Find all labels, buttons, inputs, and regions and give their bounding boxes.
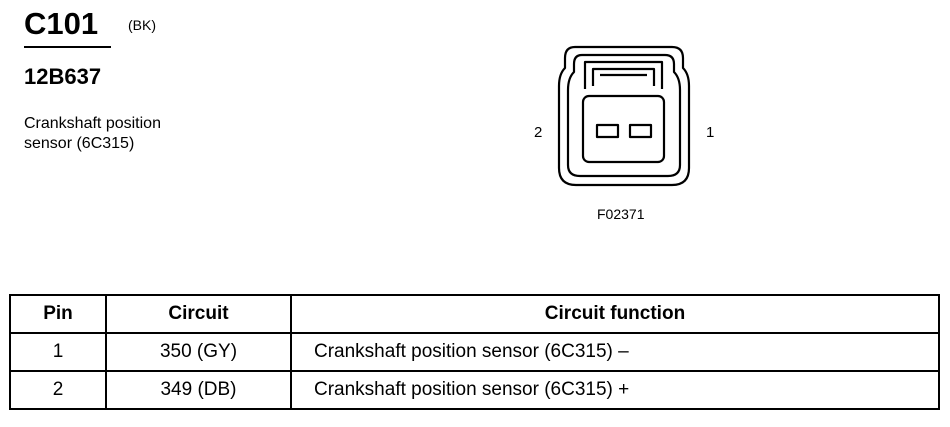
connector-inner-shell (566, 53, 682, 178)
description-line-1: Crankshaft position (24, 115, 161, 132)
connector-description: Crankshaft position sensor (6C315) (24, 114, 224, 154)
description-line-2: sensor (6C315) (24, 135, 135, 152)
pin-1-label: 1 (706, 124, 715, 141)
header-circuit-function: Circuit function (290, 294, 940, 334)
terminal-cavity (581, 94, 666, 164)
connector-id: C101 (24, 6, 99, 41)
table-row: 1 350 (GY) Crankshaft position sensor (6… (9, 332, 940, 372)
connector-color: (BK) (128, 17, 156, 33)
row-pin: 2 (9, 370, 107, 410)
pin-2-label: 2 (534, 124, 543, 141)
row-function: Crankshaft position sensor (6C315) + (290, 370, 940, 410)
row-circuit: 349 (DB) (105, 370, 292, 410)
pin-table: Pin Circuit Circuit function 1 350 (GY) … (9, 294, 940, 410)
row-function: Crankshaft position sensor (6C315) – (290, 332, 940, 372)
pin-table-header: Pin Circuit Circuit function (9, 294, 940, 334)
locking-tab-outer (583, 60, 664, 89)
pin-2-terminal (595, 123, 620, 139)
title-underline (24, 46, 111, 48)
header-circuit: Circuit (105, 294, 292, 334)
row-circuit: 350 (GY) (105, 332, 292, 372)
connector-outer-shell (557, 45, 691, 187)
pin-1-terminal (628, 123, 653, 139)
figure-code: F02371 (597, 206, 645, 222)
table-row: 2 349 (DB) Crankshaft position sensor (6… (9, 370, 940, 410)
header-pin: Pin (9, 294, 107, 334)
row-pin: 1 (9, 332, 107, 372)
locking-tab-inner (591, 67, 656, 86)
part-number: 12B637 (24, 64, 102, 89)
